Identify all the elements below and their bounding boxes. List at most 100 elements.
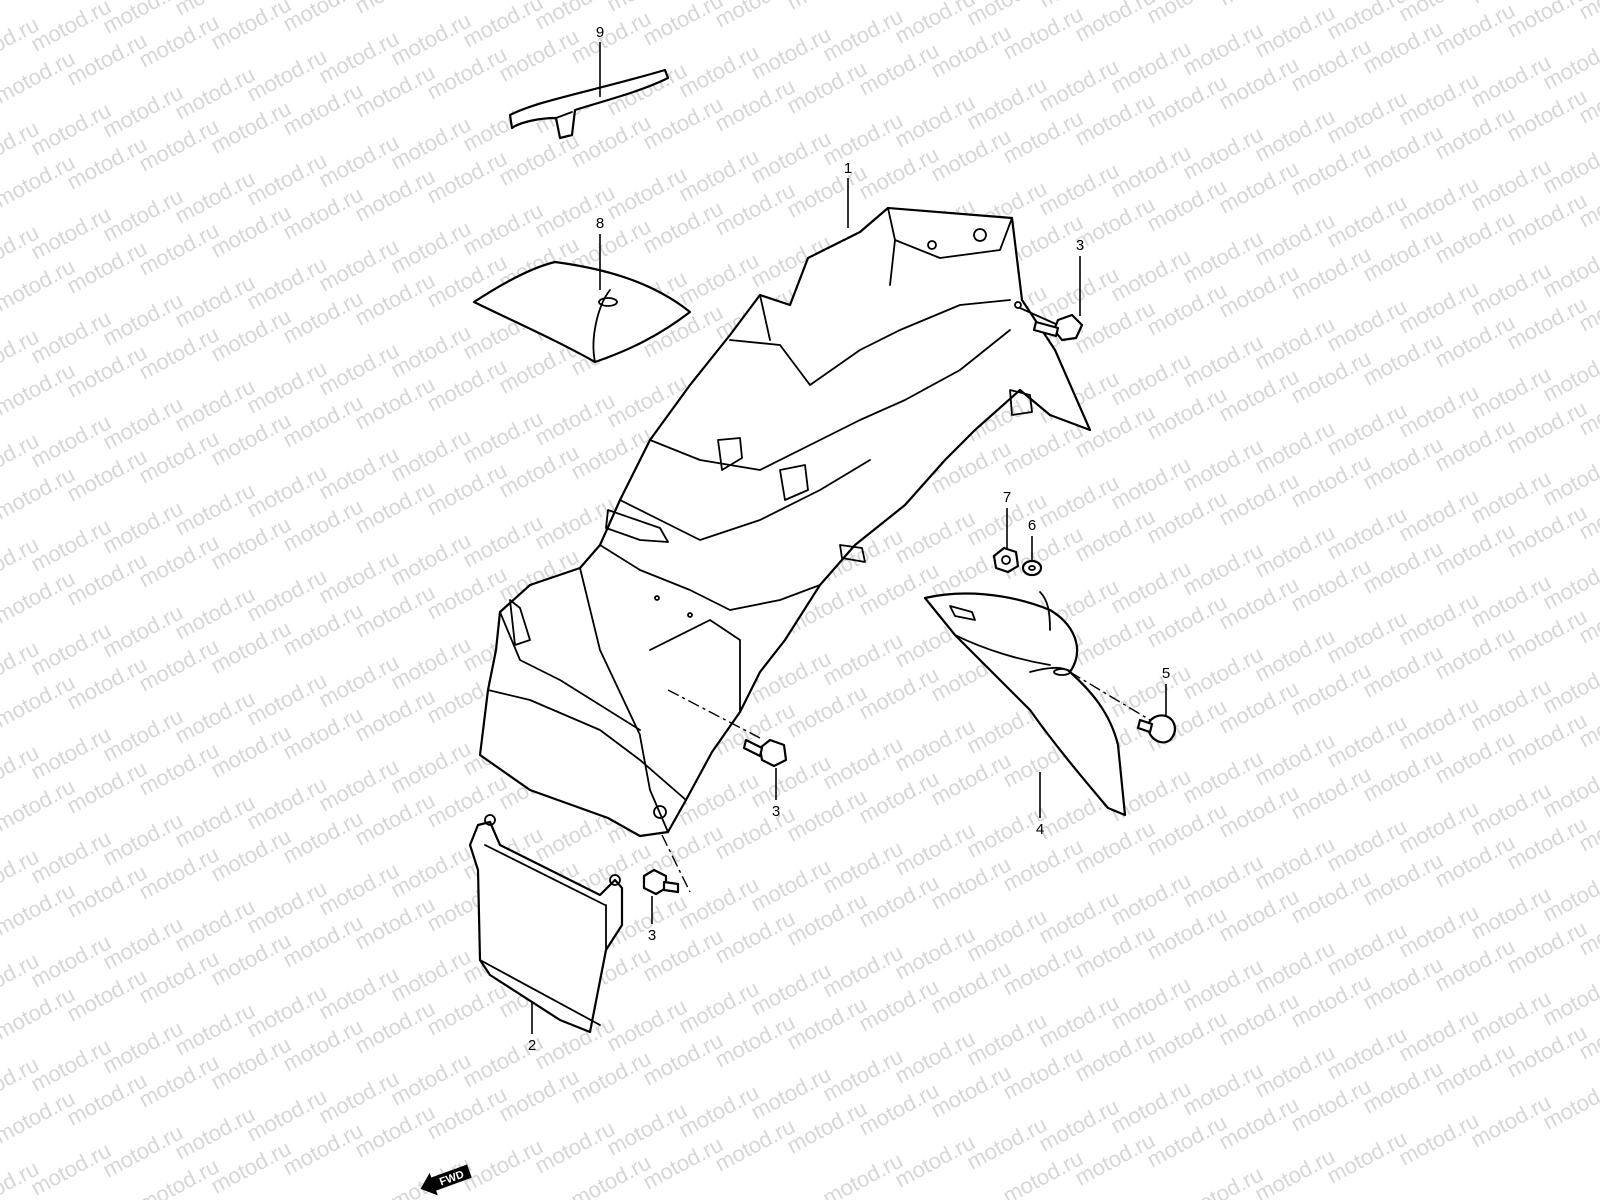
watermark-text: motod.ru xyxy=(1215,1092,1303,1155)
watermark-text: motod.ru xyxy=(1359,848,1447,911)
watermark-text: motod.ru xyxy=(279,1014,367,1077)
callout-1: 1 xyxy=(844,160,852,177)
watermark-text: motod.ru xyxy=(1503,84,1591,147)
watermark-text: motod.ru xyxy=(279,0,367,36)
watermark-text: motod.ru xyxy=(783,992,871,1055)
watermark-text: motod.ru xyxy=(207,720,295,783)
watermark-text: motod.ru xyxy=(639,1132,727,1195)
watermark-text: motod.ru xyxy=(63,28,151,91)
watermark-text: motod.ru xyxy=(855,1078,943,1141)
watermark-text: motod.ru xyxy=(1287,450,1375,513)
watermark-text: motod.ru xyxy=(711,802,799,865)
watermark-text: motod.ru xyxy=(1503,396,1591,459)
watermark-text: motod.ru xyxy=(1503,812,1591,875)
watermark-text: motod.ru xyxy=(135,10,223,73)
watermark-text: motod.ru xyxy=(423,146,511,209)
watermark-text: motod.ru xyxy=(63,964,151,1027)
watermark-text: motod.ru xyxy=(639,92,727,155)
watermark-text: motod.ru xyxy=(1287,34,1375,97)
watermark-text: motod.ru xyxy=(279,494,367,557)
watermark-text: motod.ru xyxy=(207,96,295,159)
watermark-text: motod.ru xyxy=(459,1134,547,1197)
watermark-text: motod.ru xyxy=(1287,970,1375,1033)
watermark-text: motod.ru xyxy=(207,408,295,471)
watermark-text: motod.ru xyxy=(351,892,439,955)
part-3-bolt-bottom xyxy=(642,834,691,896)
watermark-text: motod.ru xyxy=(1071,608,1159,671)
watermark-text: motod.ru xyxy=(855,38,943,101)
watermark-text: motod.ru xyxy=(1359,224,1447,287)
watermark-text: motod.ru xyxy=(207,0,295,54)
part-2-mud-flap xyxy=(468,814,624,1034)
watermark-text: motod.ru xyxy=(1215,884,1303,947)
watermark-text: motod.ru xyxy=(1359,640,1447,703)
watermark-text: motod.ru xyxy=(207,200,295,263)
watermark-text: motod.ru xyxy=(1431,414,1519,477)
watermark-text: motod.ru xyxy=(135,322,223,385)
part-6-washer xyxy=(1021,559,1043,577)
watermark-text: motod.ru xyxy=(639,1028,727,1091)
callout-labels: 1 2 3 3 3 4 5 6 7 8 9 xyxy=(528,24,1170,1054)
watermark-text: motod.ru xyxy=(495,24,583,87)
watermark-text: motod.ru xyxy=(1359,328,1447,391)
watermark-text: motod.ru xyxy=(1431,518,1519,581)
watermark-text: motod.ru xyxy=(855,766,943,829)
watermark-text: motod.ru xyxy=(1215,260,1303,323)
watermark-text: motod.ru xyxy=(1575,0,1600,24)
watermark-text: motod.ru xyxy=(63,652,151,715)
watermark-text: motod.ru xyxy=(423,1082,511,1145)
watermark-text: motod.ru xyxy=(1215,52,1303,115)
callout-5: 5 xyxy=(1162,665,1170,682)
watermark-text: motod.ru xyxy=(63,1068,151,1131)
watermark-text: motod.ru xyxy=(279,598,367,661)
watermark-text: motod.ru xyxy=(351,996,439,1059)
watermark-text: motod.ru xyxy=(1503,500,1591,563)
watermark-text: motod.ru xyxy=(279,1118,367,1181)
watermark-text: motod.ru xyxy=(1359,16,1447,79)
watermark-text: motod.ru xyxy=(927,124,1015,187)
watermark-text: motod.ru xyxy=(207,616,295,679)
watermark-text: motod.ru xyxy=(135,738,223,801)
watermark-text: motod.ru xyxy=(27,1138,115,1200)
watermark-text: motod.ru xyxy=(927,748,1015,811)
watermark-text: motod.ru xyxy=(1503,708,1591,771)
watermark-text: motod.ru xyxy=(1143,590,1231,653)
watermark-text: motod.ru xyxy=(1143,1006,1231,1069)
watermark-text: motod.ru xyxy=(1431,726,1519,789)
part-8-cover xyxy=(472,260,692,364)
watermark-text: motod.ru xyxy=(567,6,655,69)
watermark-text: motod.ru xyxy=(1503,292,1591,355)
watermark-text: motod.ru xyxy=(135,114,223,177)
part-4-hugger xyxy=(923,591,1127,817)
watermark-text: motod.ru xyxy=(1071,400,1159,463)
watermark-text: motod.ru xyxy=(207,1032,295,1095)
watermark-text: motod.ru xyxy=(783,888,871,951)
watermark-text: motod.ru xyxy=(423,354,511,417)
arrow-left-icon xyxy=(420,1164,472,1196)
part-7-nut xyxy=(992,546,1020,574)
watermark-text: motod.ru xyxy=(1215,572,1303,635)
watermark-text: motod.ru xyxy=(135,218,223,281)
watermark-text: motod.ru xyxy=(1071,920,1159,983)
watermark-text: motod.ru xyxy=(351,60,439,123)
watermark-text: motod.ru xyxy=(855,558,943,621)
watermark-text: motod.ru xyxy=(711,178,799,241)
watermark-text: motod.ru xyxy=(999,2,1087,65)
callout-7: 7 xyxy=(1003,489,1011,506)
watermark-text: motod.ru xyxy=(279,390,367,453)
watermark-text: motod.ru xyxy=(1431,0,1519,60)
watermark-text: motod.ru xyxy=(1215,364,1303,427)
watermark-text: motod.ru xyxy=(783,0,871,14)
watermark-text: motod.ru xyxy=(999,834,1087,897)
watermark-text: motod.ru xyxy=(1179,1162,1267,1200)
watermark-text: motod.ru xyxy=(1287,866,1375,929)
watermark-text: motod.ru xyxy=(567,1046,655,1109)
watermark-text: motod.ru xyxy=(999,938,1087,1001)
watermark-text: motod.ru xyxy=(639,196,727,259)
part-3-bolt-top xyxy=(1019,307,1084,342)
watermark-text: motod.ru xyxy=(279,286,367,349)
watermark-text: motod.ru xyxy=(1431,622,1519,685)
part-1-rear-fender xyxy=(478,206,1092,838)
watermark-text: motod.ru xyxy=(1359,952,1447,1015)
